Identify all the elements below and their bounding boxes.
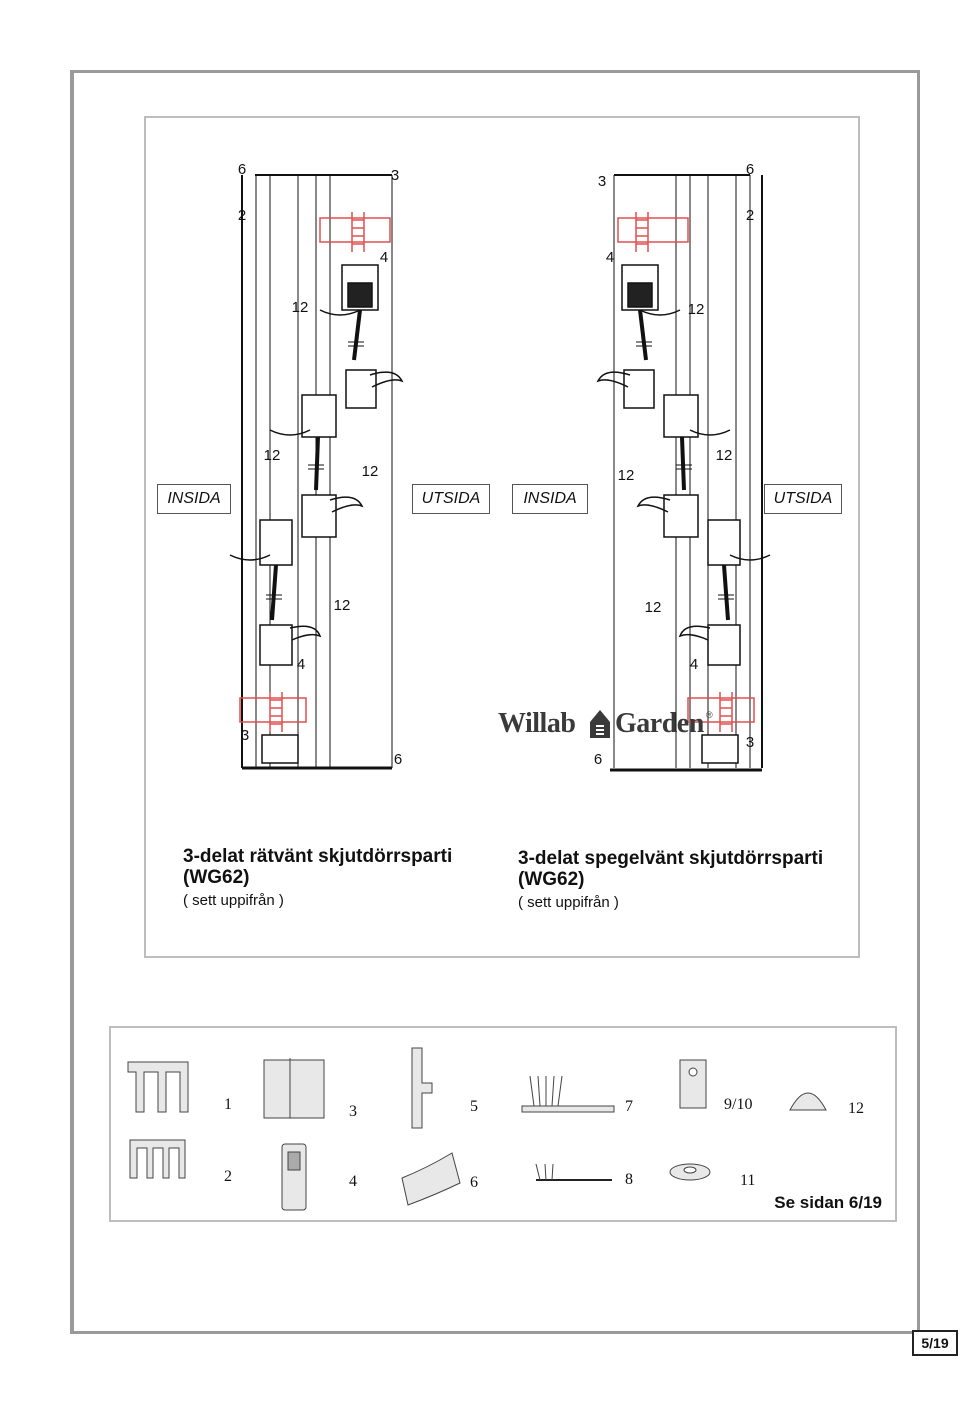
left-label-3-top: 3 — [390, 167, 400, 184]
part-number-6: 6 — [470, 1174, 478, 1191]
part-number-3: 3 — [349, 1103, 357, 1120]
left-label-12-b: 12 — [263, 447, 281, 464]
page-frame — [70, 70, 920, 1334]
diagram-frame — [144, 116, 860, 958]
willab-garden-logo: Willab Garden ® — [498, 706, 718, 742]
page-number: 5/19 — [912, 1330, 958, 1356]
see-page-reference: Se sidan 6/19 — [774, 1193, 882, 1212]
logo-text-right: Garden — [615, 708, 704, 739]
logo-house-icon — [590, 710, 610, 738]
right-label-12-d: 12 — [644, 599, 662, 616]
right-inside-label: INSIDA — [512, 484, 588, 514]
part-number-12: 12 — [848, 1100, 864, 1117]
wall-bracket-highlight — [239, 212, 755, 732]
parts-frame — [109, 1026, 897, 1222]
right-label-12-c: 12 — [617, 467, 635, 484]
part-number-2: 2 — [224, 1168, 232, 1185]
right-label-12-a: 12 — [687, 301, 705, 318]
left-label-12-d: 12 — [333, 597, 351, 614]
part-number-4: 4 — [349, 1173, 357, 1190]
right-label-12-b: 12 — [715, 447, 733, 464]
right-outside-label: UTSIDA — [764, 484, 842, 514]
right-label-3-bottom: 3 — [745, 734, 755, 751]
left-label-2: 2 — [237, 207, 247, 224]
part-number-7: 7 — [625, 1098, 633, 1115]
part-number-5: 5 — [470, 1098, 478, 1115]
right-label-4-top: 4 — [605, 249, 615, 266]
left-label-12-a: 12 — [291, 299, 309, 316]
left-label-4-bottom: 4 — [296, 656, 306, 673]
right-caption-sub: ( sett uppifrån ) — [518, 894, 619, 911]
logo-text-left: Willab — [498, 708, 576, 739]
left-label-12-c: 12 — [361, 463, 379, 480]
left-outside-label: UTSIDA — [412, 484, 490, 514]
left-label-6-top: 6 — [237, 161, 247, 178]
part-number-9-10: 9/10 — [724, 1096, 753, 1113]
left-label-6-bottom: 6 — [393, 751, 403, 768]
part-number-8: 8 — [625, 1171, 633, 1188]
left-inside-label: INSIDA — [157, 484, 231, 514]
left-caption-title: 3-delat rätvänt skjutdörrsparti (WG62) — [183, 846, 453, 888]
right-label-6-bottom: 6 — [593, 751, 603, 768]
right-label-2: 2 — [745, 207, 755, 224]
part-number-11: 11 — [740, 1172, 756, 1189]
right-caption-title: 3-delat spegelvänt skjutdörrsparti (WG62… — [518, 848, 824, 890]
left-caption-sub: ( sett uppifrån ) — [183, 892, 284, 909]
right-label-4-bottom: 4 — [689, 656, 699, 673]
right-label-3-top: 3 — [597, 173, 607, 190]
part-number-1: 1 — [224, 1096, 232, 1113]
right-label-6-top: 6 — [745, 161, 755, 178]
logo-registered: ® — [706, 710, 713, 720]
left-label-3-bottom: 3 — [240, 727, 250, 744]
left-label-4-top: 4 — [379, 249, 389, 266]
